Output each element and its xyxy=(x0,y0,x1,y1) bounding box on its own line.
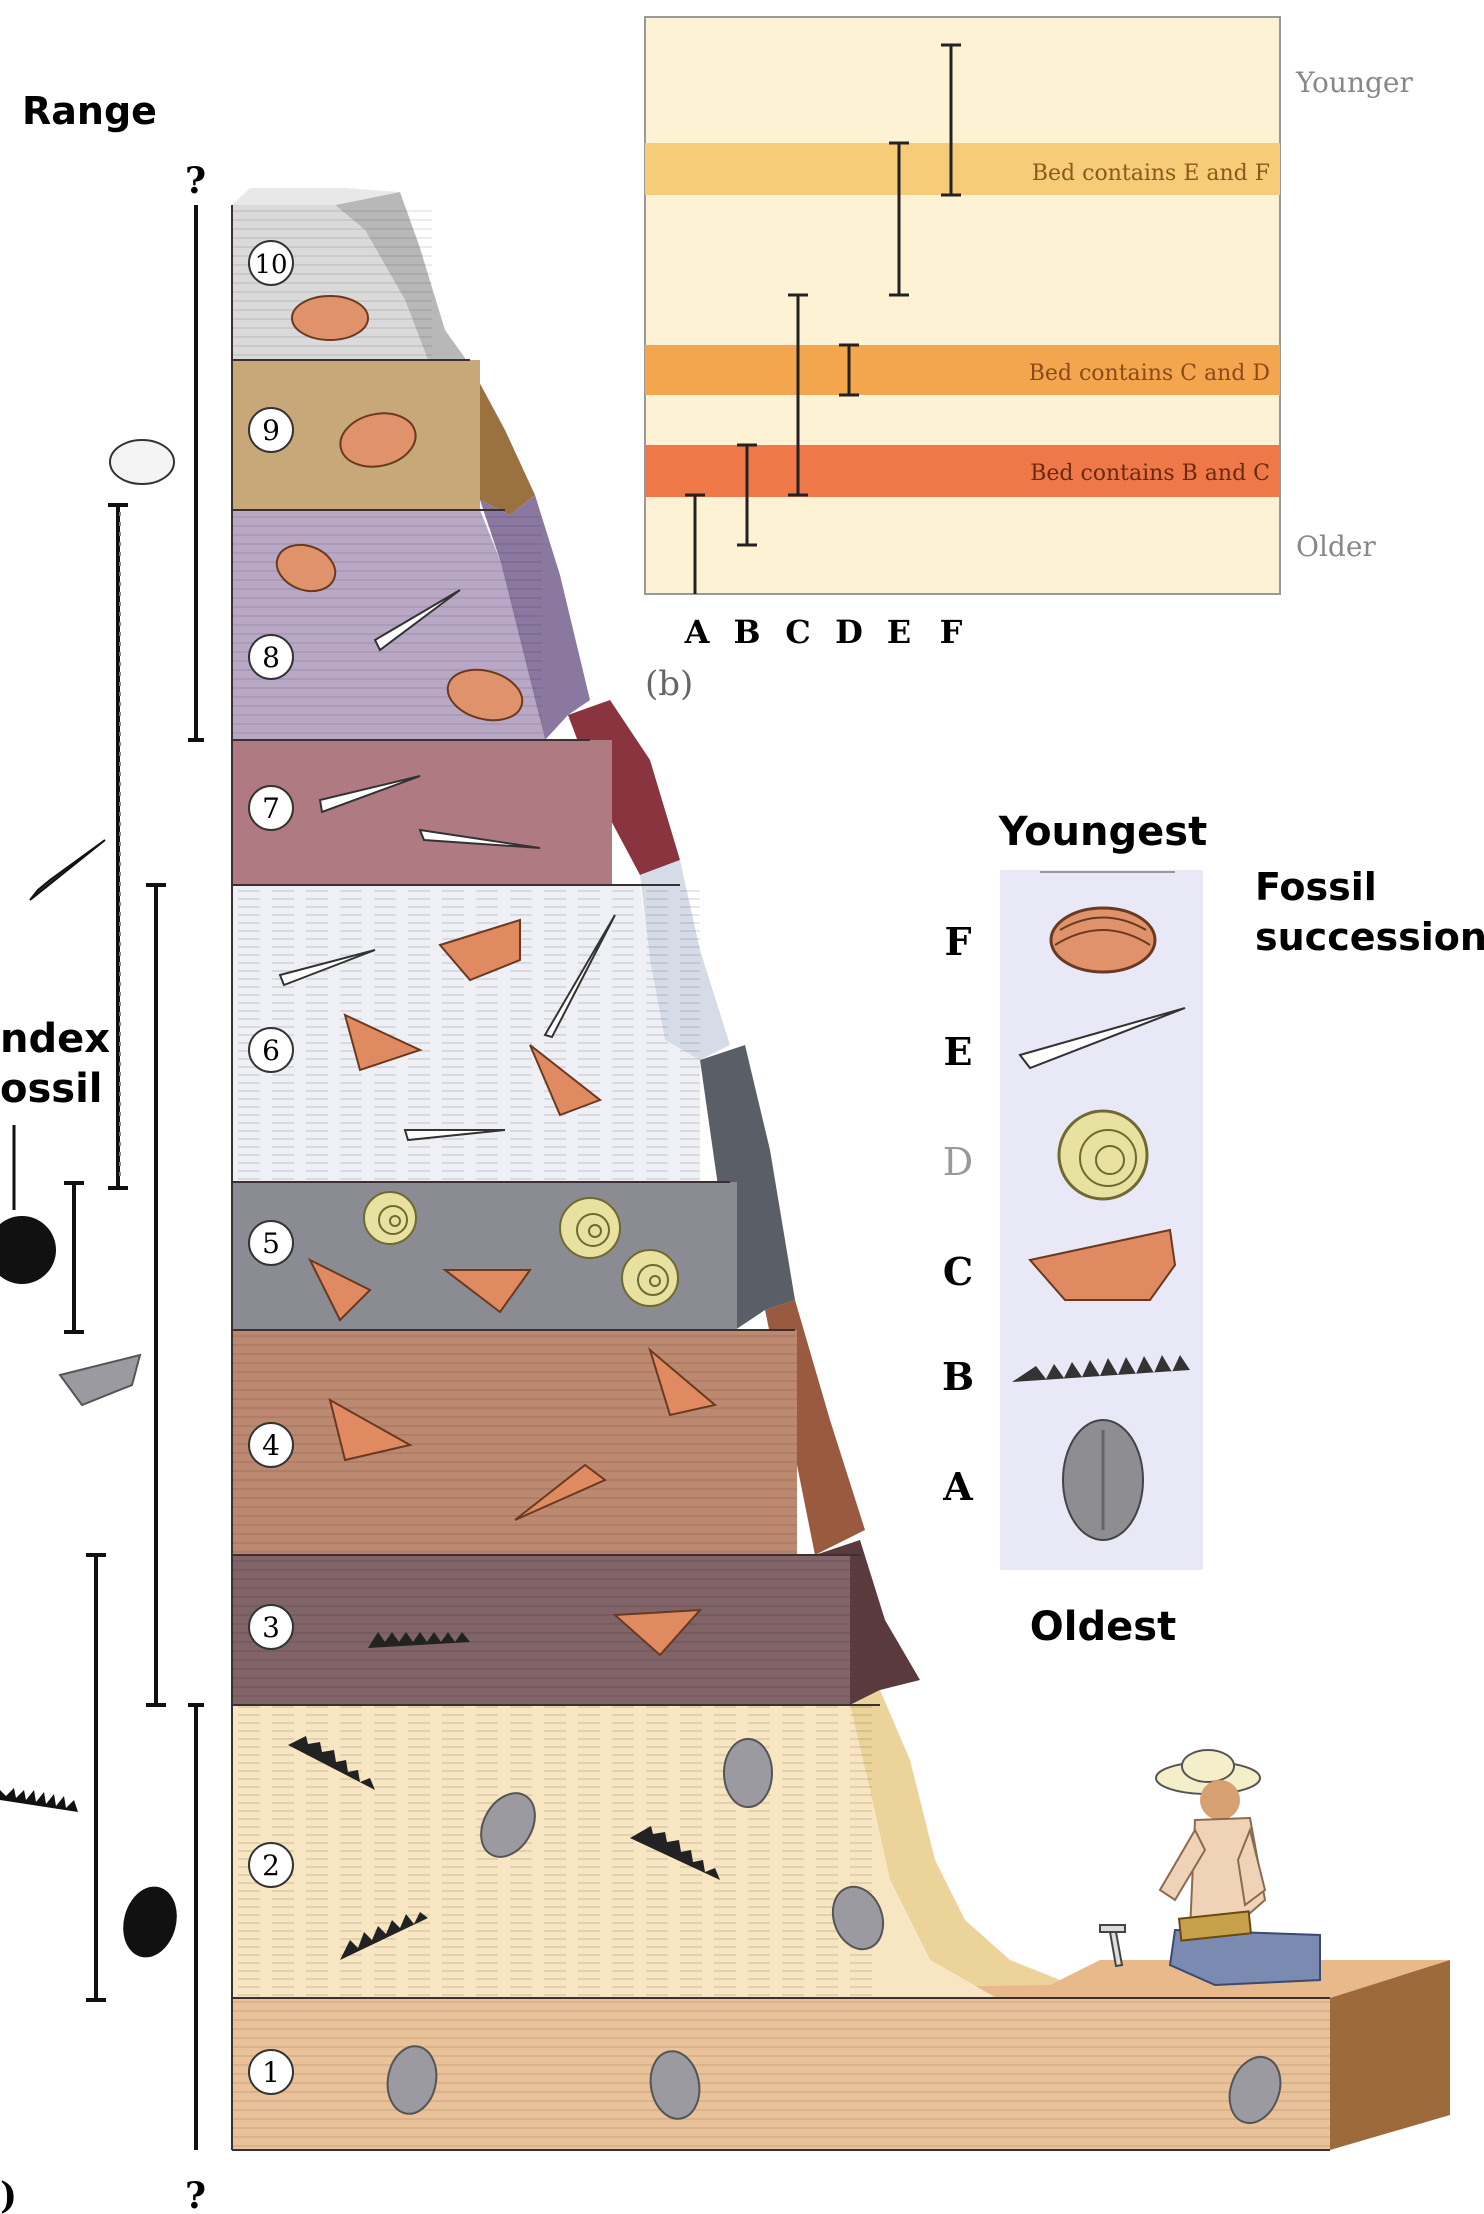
inset-column-label-e: E xyxy=(887,613,911,651)
trilobite-icon xyxy=(116,1880,185,1963)
inset-column-label-a: A xyxy=(684,613,711,651)
panel-label-a: ) xyxy=(0,2175,17,2214)
trilobite-fossil xyxy=(724,1739,772,1807)
svg-text:5: 5 xyxy=(262,1227,280,1260)
layer-number-6: 6 xyxy=(249,1028,293,1072)
succession-letter-d: D xyxy=(943,1140,973,1184)
range-top-question-mark: ? xyxy=(185,160,206,202)
ammonite-icon xyxy=(0,1216,56,1284)
svg-text:1: 1 xyxy=(262,2056,280,2089)
range-bar-graptolite xyxy=(86,1555,106,2000)
succession-letter-b: B xyxy=(942,1354,974,1399)
index-fossil-label: ossil xyxy=(0,1066,103,1112)
clam-fossil xyxy=(292,296,368,340)
range-column: Range ? ? ndex ossil ) xyxy=(0,89,206,2214)
succession-letter-c: C xyxy=(943,1249,973,1294)
inset-label-younger: Younger xyxy=(1295,66,1413,99)
inset-background xyxy=(645,17,1280,594)
cone-shell-icon xyxy=(30,840,105,900)
inset-column-label-f: F xyxy=(940,613,963,651)
inset-bed-label-e-f: Bed contains E and F xyxy=(1032,161,1270,186)
succession-letter-f: F xyxy=(945,919,972,964)
range-bar-trilobite xyxy=(188,1705,204,2150)
layer-number-3: 3 xyxy=(249,1605,293,1649)
inset-column-label-b: B xyxy=(733,613,760,651)
layer-number-5: 5 xyxy=(249,1221,293,1265)
ammonite-fossil xyxy=(622,1250,678,1306)
inset-column-label-d: D xyxy=(835,613,863,651)
inset-bed-label-b-c: Bed contains B and C xyxy=(1030,461,1270,486)
layer-number-9: 9 xyxy=(249,408,293,452)
succession-letter-e: E xyxy=(944,1029,973,1074)
ammonite-fossil xyxy=(560,1198,620,1258)
head xyxy=(1200,1780,1240,1820)
hammer-icon xyxy=(1100,1925,1125,1966)
range-title: Range xyxy=(22,89,157,133)
index-fossil-label: ndex xyxy=(0,1016,110,1062)
succession-letter-a: A xyxy=(942,1464,973,1509)
ammonite-fossil xyxy=(364,1192,416,1244)
svg-text:10: 10 xyxy=(254,250,287,280)
layer-number-4: 4 xyxy=(249,1423,293,1467)
range-bar-ammonite xyxy=(64,1183,84,1332)
succession-youngest-label: Youngest xyxy=(998,809,1207,855)
svg-text:8: 8 xyxy=(262,641,280,674)
range-bottom-question-mark: ? xyxy=(185,2175,206,2214)
svg-text:9: 9 xyxy=(262,414,280,447)
inset-column-label-c: C xyxy=(785,613,810,651)
geologist-figure xyxy=(1100,1750,1320,1985)
ammonite-icon xyxy=(1059,1111,1147,1199)
svg-text:3: 3 xyxy=(262,1611,280,1644)
svg-text:4: 4 xyxy=(262,1429,280,1462)
succession-title: succession xyxy=(1255,915,1484,959)
inset-label-older: Older xyxy=(1296,530,1376,563)
svg-text:7: 7 xyxy=(262,792,280,825)
range-bar-brachiopod xyxy=(146,885,166,1705)
inset-panel-b: Bed contains E and F Bed contains C and … xyxy=(645,17,1413,704)
brachiopod-icon xyxy=(60,1355,140,1405)
layer-number-10: 10 xyxy=(249,241,293,285)
layer-number-7: 7 xyxy=(249,786,293,830)
succession-title: Fossil xyxy=(1255,865,1377,909)
svg-text:6: 6 xyxy=(262,1034,280,1067)
clam-icon xyxy=(110,440,174,484)
inset-bed-label-c-d: Bed contains C and D xyxy=(1029,361,1270,386)
range-bar-cone-shell xyxy=(108,505,128,1188)
svg-text:2: 2 xyxy=(262,1849,280,1882)
fossil-succession-legend: Youngest Fossil succession Oldest F E D … xyxy=(942,809,1484,1650)
layer-number-2: 2 xyxy=(249,1843,293,1887)
layer-number-8: 8 xyxy=(249,635,293,679)
inset-panel-label: (b) xyxy=(645,664,693,704)
succession-oldest-label: Oldest xyxy=(1030,1604,1176,1650)
layer-number-1: 1 xyxy=(249,2050,293,2094)
range-bar-clam xyxy=(188,205,204,740)
graptolite-icon xyxy=(0,1788,78,1812)
